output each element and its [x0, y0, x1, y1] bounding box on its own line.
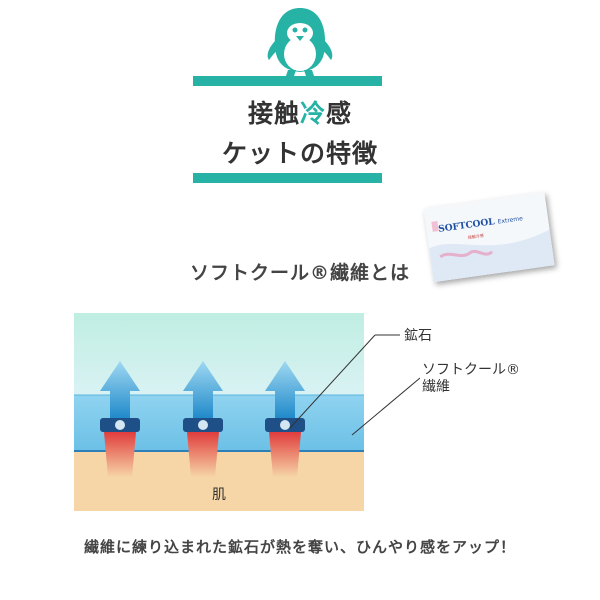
heading-line-1: 接触冷感 — [247, 99, 353, 128]
caption: 繊維に練り込まれた鉱石が熱を奪い、ひんやり感をアップ！ — [83, 538, 516, 556]
section-subtitle: ソフトクール®繊維とは — [189, 262, 410, 284]
heading-accent: 冷 — [299, 99, 326, 128]
cooling-diagram — [74, 313, 364, 511]
product-card: SOFTCOOL Extreme 接触冷感 — [423, 191, 555, 283]
heading-bar-top — [193, 76, 382, 86]
callout-lines — [289, 334, 420, 436]
callout-fiber: ソフトクール® 繊維 — [422, 362, 520, 395]
cooling-arrow-3 — [265, 361, 305, 477]
cooling-arrow-2 — [183, 361, 223, 477]
heading-line-2: ケットの特徴 — [221, 139, 378, 168]
cooling-arrow-1 — [100, 361, 140, 477]
callout-mineral: 鉱石 — [404, 328, 432, 344]
heading-bar-bottom — [193, 173, 382, 183]
penguin-icon — [267, 8, 333, 76]
skin-label: 肌 — [212, 487, 226, 503]
